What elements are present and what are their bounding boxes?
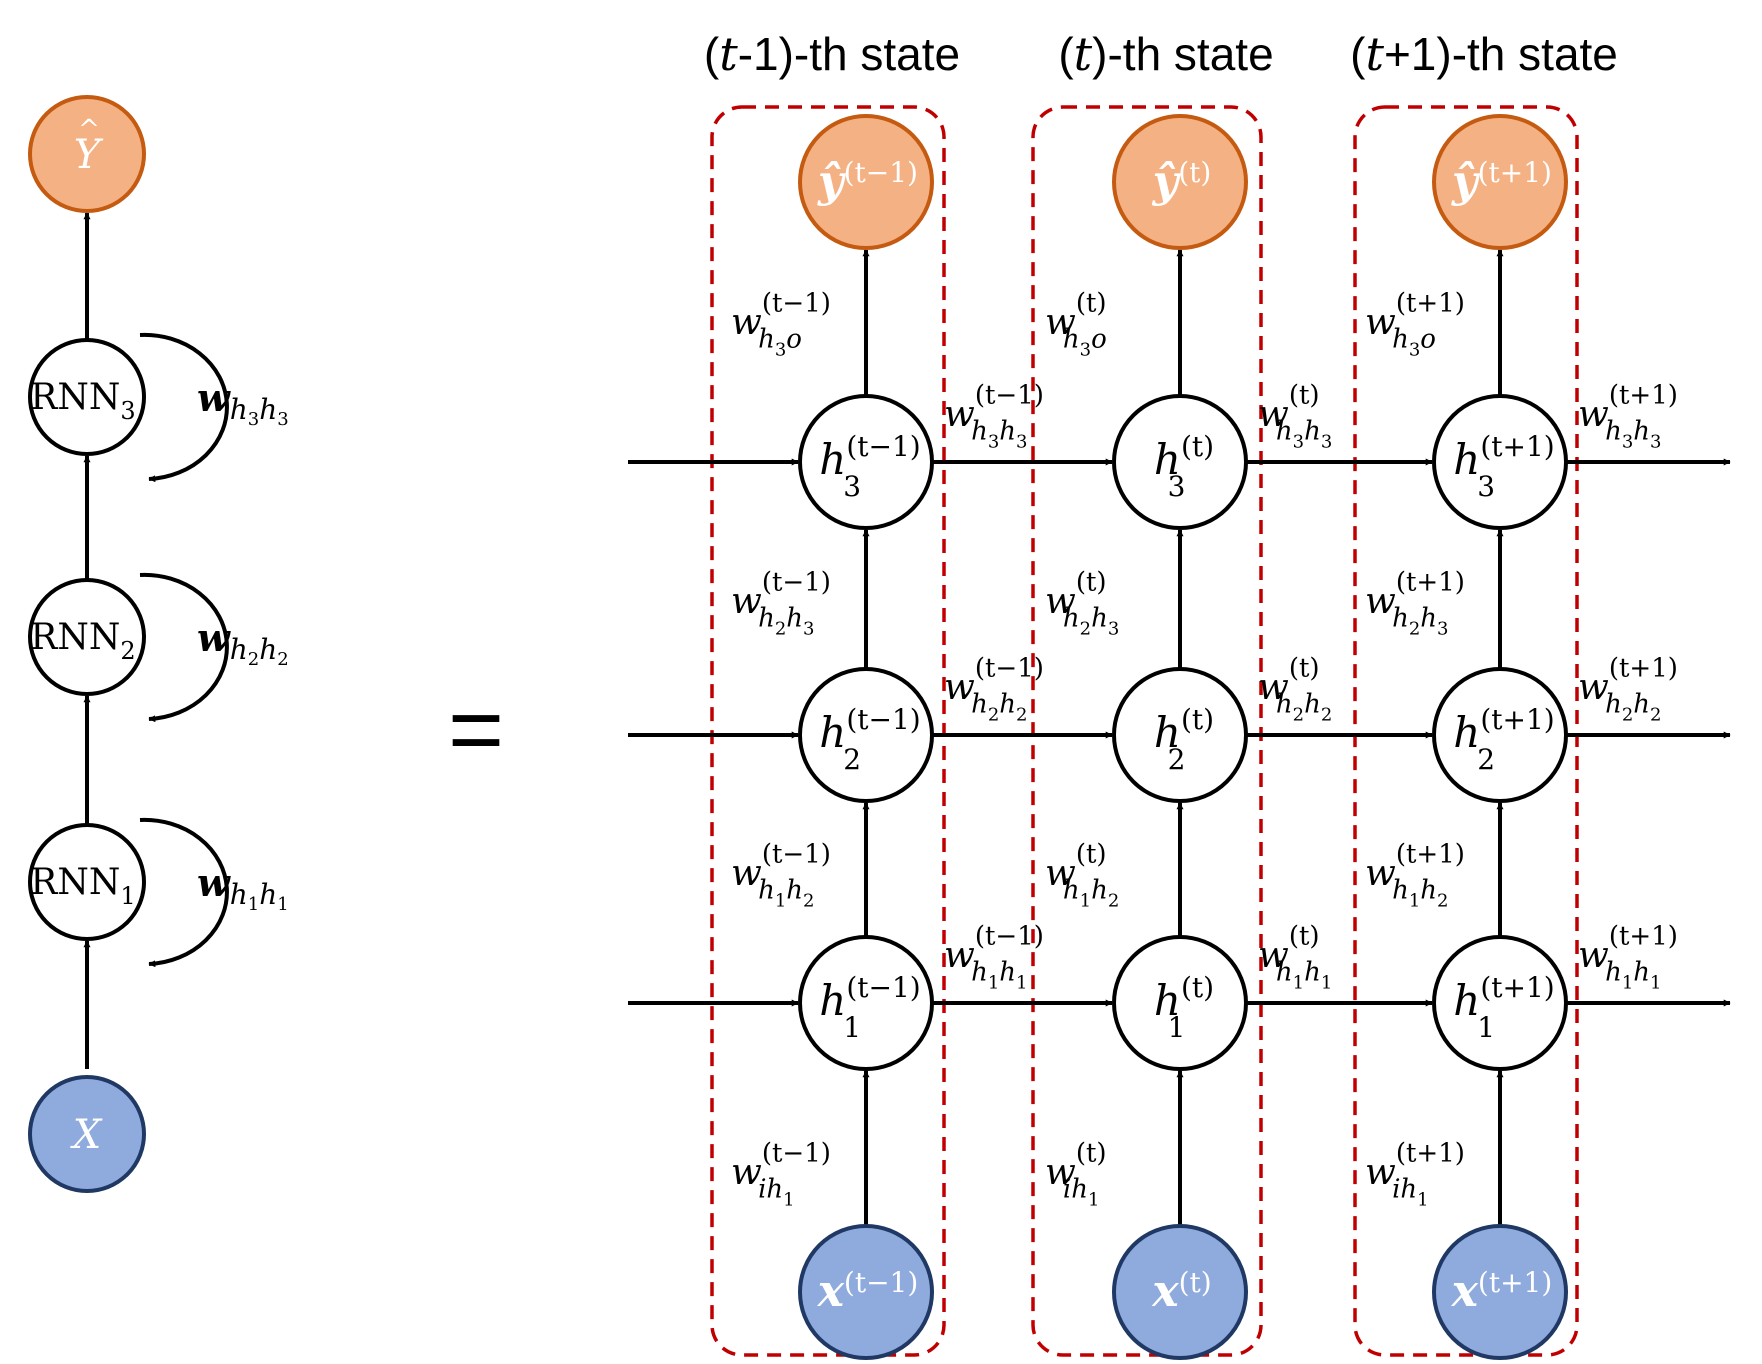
hidden-state-node: [798, 394, 934, 530]
hidden-state-label: h(t−1)2: [819, 703, 920, 776]
recurrent-weight-label: w(t−1)h1h1: [944, 922, 1044, 994]
input-node: [28, 1075, 146, 1193]
layer-weight-label: w(t+1)h1h2: [1365, 840, 1465, 912]
recurrent-loop-arrow: [139, 572, 229, 723]
hidden-state-node: [1112, 667, 1248, 803]
hidden-state-node: [1432, 667, 1568, 803]
equals-sign: =: [448, 676, 504, 783]
state-frame: [710, 105, 946, 1357]
output-node: [1112, 114, 1248, 250]
output-weight-label: w(t−1)h3o: [731, 289, 831, 361]
state-title: (t+1)-th state: [1350, 27, 1618, 81]
recurrent-loop-arrow: [139, 817, 229, 968]
state-frame: [1353, 105, 1579, 1357]
rnn-layer-node: [28, 578, 146, 696]
recurrent-weight-label: wh1h1: [197, 860, 289, 915]
input-node: [798, 1224, 934, 1360]
layer-weight-label: w(t)h2h3: [1045, 568, 1119, 640]
hidden-state-label: h(t+1)1: [1453, 971, 1554, 1044]
hidden-state-label: h(t)3: [1154, 430, 1214, 503]
hidden-state-label: h(t−1)1: [819, 971, 920, 1044]
recurrent-weight-label: wh3h3: [197, 375, 289, 430]
hidden-state-label: h(t)2: [1154, 703, 1214, 776]
input-weight-label: w(t+1)ih1: [1365, 1139, 1465, 1211]
input-node: [1432, 1224, 1568, 1360]
recurrent-weight-label: w(t+1)h3h3: [1578, 381, 1678, 453]
input-weight-label: w(t−1)ih1: [731, 1139, 831, 1211]
hidden-state-node: [1112, 394, 1248, 530]
input-label: x(t): [1151, 1266, 1211, 1317]
input-node: [1112, 1224, 1248, 1360]
output-label: Y: [74, 132, 104, 178]
recurrent-weight-label: w(t+1)h1h1: [1578, 922, 1678, 994]
hidden-state-label: h(t−1)3: [819, 430, 920, 503]
layer-weight-label: w(t−1)h1h2: [731, 840, 831, 912]
recurrent-weight-label: wh2h2: [197, 615, 289, 670]
output-weight-label: w(t)h3o: [1045, 289, 1107, 361]
recurrent-loop-arrow: [139, 332, 229, 483]
state-frame: [1031, 105, 1263, 1357]
output-node: [1432, 114, 1568, 250]
recurrent-weight-label: w(t)h2h2: [1258, 654, 1332, 726]
output-node: [798, 114, 934, 250]
recurrent-weight-label: w(t)h1h1: [1258, 922, 1332, 994]
hat-mark: ^: [78, 115, 100, 145]
layer-weight-label: w(t+1)h2h3: [1365, 568, 1465, 640]
input-weight-label: w(t)ih1: [1045, 1139, 1107, 1211]
hidden-state-node: [798, 667, 934, 803]
hidden-state-label: h(t+1)3: [1453, 430, 1554, 503]
state-title: (t-1)-th state: [704, 27, 960, 81]
output-label: ŷ(t−1): [817, 156, 918, 207]
output-node: [28, 95, 146, 213]
hidden-state-node: [1432, 394, 1568, 530]
layer-weight-label: w(t−1)h2h3: [731, 568, 831, 640]
rnn-layer-node: [28, 823, 146, 941]
layer-weight-label: w(t)h1h2: [1045, 840, 1119, 912]
input-label: x(t−1): [817, 1266, 919, 1317]
hidden-state-node: [1432, 935, 1568, 1071]
output-label: ŷ(t+1): [1451, 156, 1552, 207]
input-label: x(t+1): [1451, 1266, 1553, 1317]
recurrent-weight-label: w(t−1)h2h2: [944, 654, 1044, 726]
hidden-state-label: h(t+1)2: [1453, 703, 1554, 776]
rnn-layer-node: [28, 338, 146, 456]
input-label: X: [70, 1112, 103, 1158]
hidden-state-label: h(t)1: [1154, 971, 1214, 1044]
recurrent-weight-label: w(t+1)h2h2: [1578, 654, 1678, 726]
rnn-layer-label: RNN1: [30, 862, 135, 910]
rnn-layer-label: RNN2: [30, 617, 135, 665]
output-weight-label: w(t+1)h3o: [1365, 289, 1465, 361]
output-label: ŷ(t): [1152, 156, 1212, 207]
rnn-layer-label: RNN3: [30, 377, 135, 425]
hidden-state-node: [798, 935, 934, 1071]
recurrent-weight-label: w(t−1)h3h3: [944, 381, 1044, 453]
recurrent-weight-label: w(t)h3h3: [1258, 381, 1332, 453]
state-title: (t)-th state: [1058, 27, 1273, 81]
hidden-state-node: [1112, 935, 1248, 1071]
